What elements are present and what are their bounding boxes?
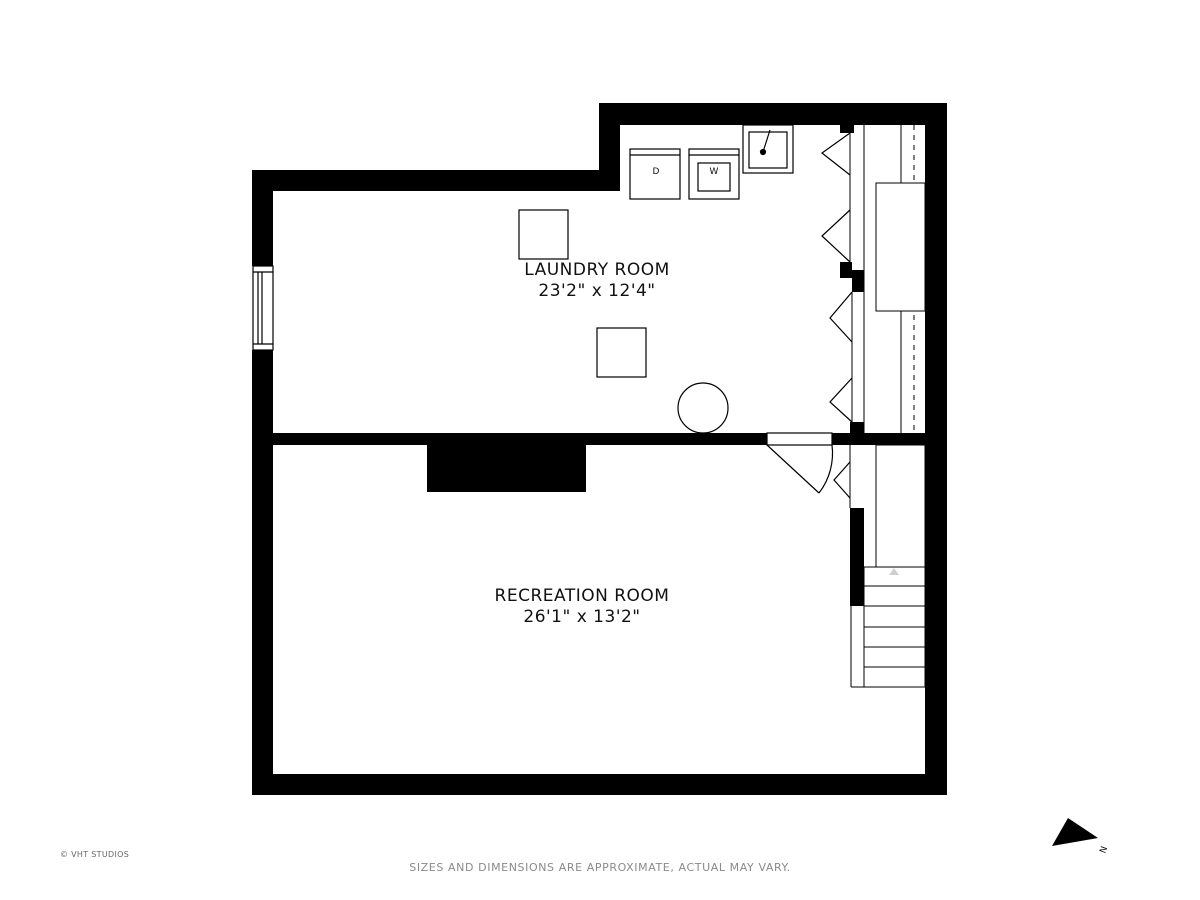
dryer	[629, 148, 681, 200]
north-arrow-icon	[1052, 818, 1098, 846]
laundry-room-dimensions: 23'2" x 12'4"	[538, 281, 656, 301]
recreation-room-name: RECREATION ROOM	[494, 586, 670, 606]
washer-label: W	[709, 167, 719, 177]
laundry-room-name: LAUNDRY ROOM	[524, 260, 670, 280]
washer	[688, 148, 740, 200]
copyright-text: © VHT STUDIOS	[60, 850, 130, 859]
closet-right	[863, 125, 926, 433]
window-left	[252, 265, 274, 351]
dryer-label: D	[652, 167, 660, 177]
closet-partition	[820, 125, 864, 445]
laundry-fixtures	[518, 209, 729, 434]
door-swing	[766, 432, 834, 494]
utility-sink	[742, 124, 794, 174]
interior-wall-divider	[273, 433, 925, 492]
laundry-room-label: LAUNDRY ROOM 23'2" x 12'4"	[467, 260, 727, 302]
exterior-walls	[252, 103, 947, 795]
recreation-room-dimensions: 26'1" x 13'2"	[523, 607, 641, 627]
recreation-room-label: RECREATION ROOM 26'1" x 13'2"	[452, 586, 712, 628]
disclaimer-text: SIZES AND DIMENSIONS ARE APPROXIMATE, AC…	[409, 861, 791, 874]
stair-area	[833, 444, 926, 688]
